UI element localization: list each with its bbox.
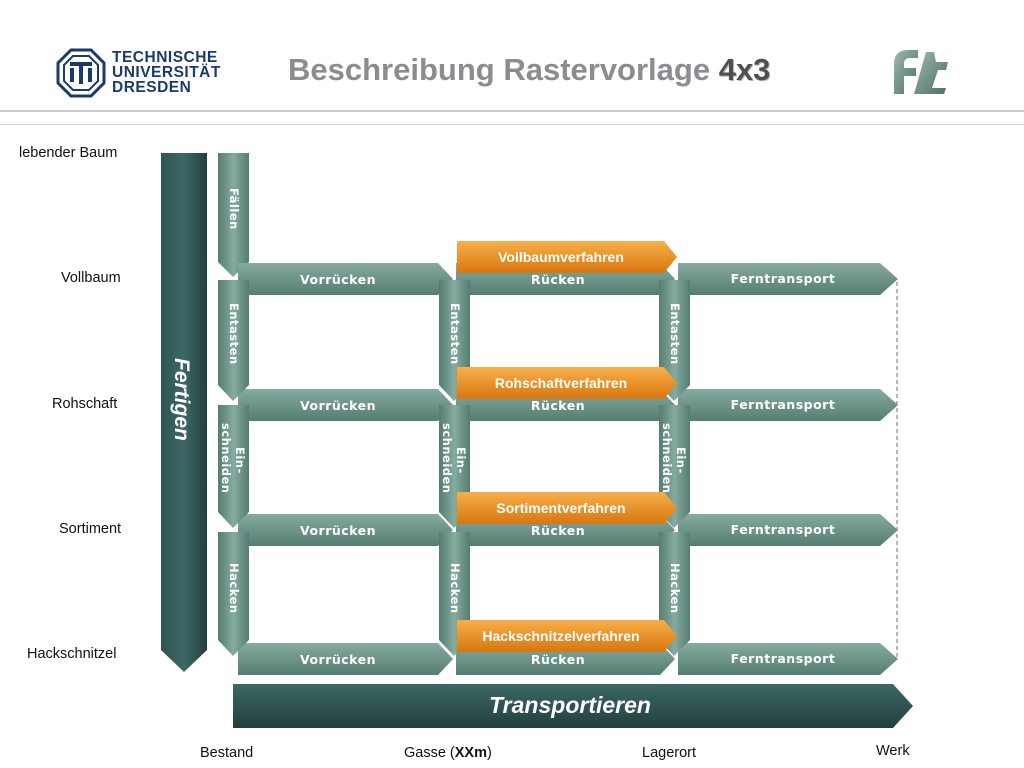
- sortiment-method-arrow: [457, 492, 677, 524]
- faellen-label: Fällen: [227, 188, 241, 230]
- hackschnitzel-method-arrow: [457, 620, 677, 652]
- row-label-lebender-baum: lebender Baum: [19, 145, 118, 161]
- row-label-hackschnitzel: Hackschnitzel: [27, 646, 117, 662]
- row-label-vollbaum: Vollbaum: [61, 270, 121, 286]
- hacken-label-3: Hacken: [668, 563, 682, 614]
- einschneiden-line2-1: schneiden: [219, 423, 233, 494]
- col-label-gasse: Gasse (XXm): [404, 745, 492, 761]
- university-name-line-1: TECHNISCHE: [112, 49, 218, 66]
- col-label-werk: Werk: [876, 743, 910, 759]
- ruecken-label-2: Rücken: [530, 398, 586, 413]
- hackschnitzel-method-label: Hackschnitzelverfahren: [482, 628, 640, 644]
- row-4-bars: [238, 643, 898, 675]
- faellen-bar: [218, 153, 249, 277]
- entasten-label-1: Entasten: [227, 303, 241, 365]
- ft-logo-icon: [884, 44, 956, 100]
- ruecken-label-4: Rücken: [530, 652, 586, 667]
- ferntransport-label-3: Ferntransport: [730, 522, 836, 537]
- page-title-highlight: 4x3: [718, 52, 771, 87]
- header-rule: [0, 110, 1024, 112]
- ruecken-label-3: Rücken: [530, 523, 586, 538]
- col-1-vbars: [218, 280, 249, 656]
- einschneiden-line2-2: schneiden: [440, 423, 454, 494]
- row-label-rohschaft: Rohschaft: [52, 396, 118, 412]
- fertigen-arrow: [161, 153, 207, 672]
- university-name-line-3: DRESDEN: [112, 79, 192, 96]
- row-label-sortiment: Sortiment: [59, 521, 122, 537]
- vorruecken-label-3: Vorrücken: [299, 523, 377, 538]
- vollbaum-method-arrow: [457, 241, 677, 273]
- einschneiden-line1-3: Ein-: [674, 447, 688, 474]
- col-label-gasse-pre: Gasse (: [404, 745, 455, 761]
- einschneiden-line2-3: schneiden: [660, 423, 673, 494]
- transportieren-arrow: [233, 684, 913, 728]
- col-label-werk-text: Werk: [876, 743, 910, 759]
- vorruecken-label-4: Vorrücken: [299, 652, 377, 667]
- einschneiden-line1-2: Ein-: [454, 447, 468, 474]
- rohschaft-method-label: Rohschaftverfahren: [494, 375, 628, 391]
- university-name-line-2: UNIVERSITÄT: [112, 64, 221, 81]
- tud-logo-icon: [56, 48, 106, 98]
- vorruecken-label-1: Vorrücken: [299, 272, 377, 287]
- transportieren-label: Transportieren: [489, 692, 651, 718]
- col-label-bestand: Bestand: [200, 745, 253, 761]
- page-title-main: Beschreibung Rastervorlage: [288, 52, 719, 87]
- col-label-bestand-text: Bestand: [200, 745, 254, 761]
- col-label-lagerort-text: Lagerort: [642, 745, 697, 761]
- hacken-label-2: Hacken: [448, 563, 462, 614]
- hacken-label-1: Hacken: [227, 563, 241, 614]
- header-rule-thin: [0, 124, 1024, 125]
- sortiment-method-label: Sortimentverfahren: [496, 500, 626, 516]
- page-title: Beschreibung Rastervorlage 4x3: [288, 52, 770, 88]
- einschneiden-line1-1: Ein-: [233, 447, 247, 474]
- entasten-label-2: Entasten: [448, 303, 462, 365]
- ferntransport-label-4: Ferntransport: [730, 651, 836, 666]
- ferntransport-label-1: Ferntransport: [730, 271, 836, 286]
- rohschaft-method-arrow: [457, 367, 677, 399]
- ruecken-label-1: Rücken: [530, 272, 586, 287]
- fertigen-label: Fertigen: [170, 358, 193, 441]
- entasten-label-3: Entasten: [668, 303, 682, 365]
- vorruecken-label-2: Vorrücken: [299, 398, 377, 413]
- col-label-gasse-post: ): [487, 745, 492, 761]
- ferntransport-label-2: Ferntransport: [730, 397, 836, 412]
- vollbaum-method-label: Vollbaumverfahren: [498, 249, 624, 265]
- col-label-gasse-bold: XXm: [454, 745, 488, 761]
- col-label-lagerort: Lagerort: [642, 745, 696, 761]
